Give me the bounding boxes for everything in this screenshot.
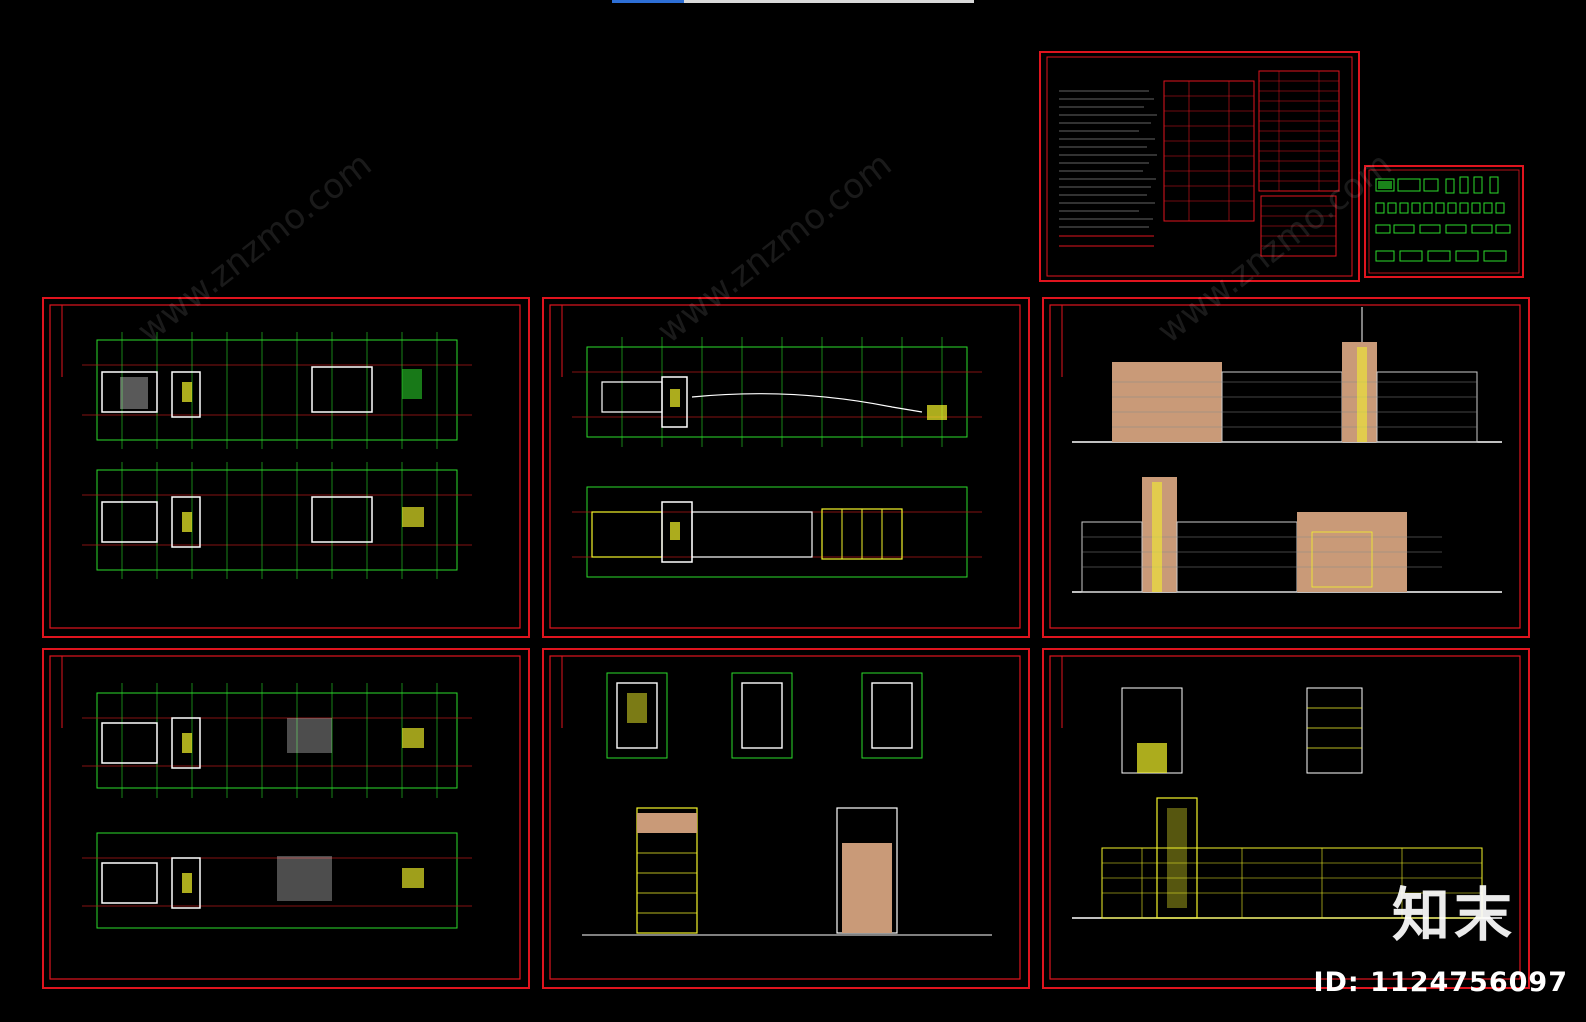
sheet-door-window-details[interactable] bbox=[1364, 165, 1524, 278]
sheet-floor-plans-2[interactable] bbox=[542, 297, 1030, 638]
watermark-brand-logo: 知末 bbox=[1391, 881, 1516, 949]
watermark-id-label: ID: 1124756097 bbox=[1313, 967, 1568, 998]
plan-svg-1 bbox=[42, 297, 530, 638]
sheet-floor-plans-3[interactable] bbox=[42, 648, 530, 989]
sheet-elevations-1[interactable] bbox=[1042, 297, 1530, 638]
sheet-floor-plans-1[interactable] bbox=[42, 297, 530, 638]
loading-progress-fill bbox=[612, 0, 685, 3]
sheet-stair-details[interactable] bbox=[542, 648, 1030, 989]
loading-progress-bar bbox=[612, 0, 974, 3]
sheet-design-notes[interactable] bbox=[1039, 51, 1360, 282]
sheet-sections-elevation[interactable] bbox=[1042, 648, 1530, 989]
